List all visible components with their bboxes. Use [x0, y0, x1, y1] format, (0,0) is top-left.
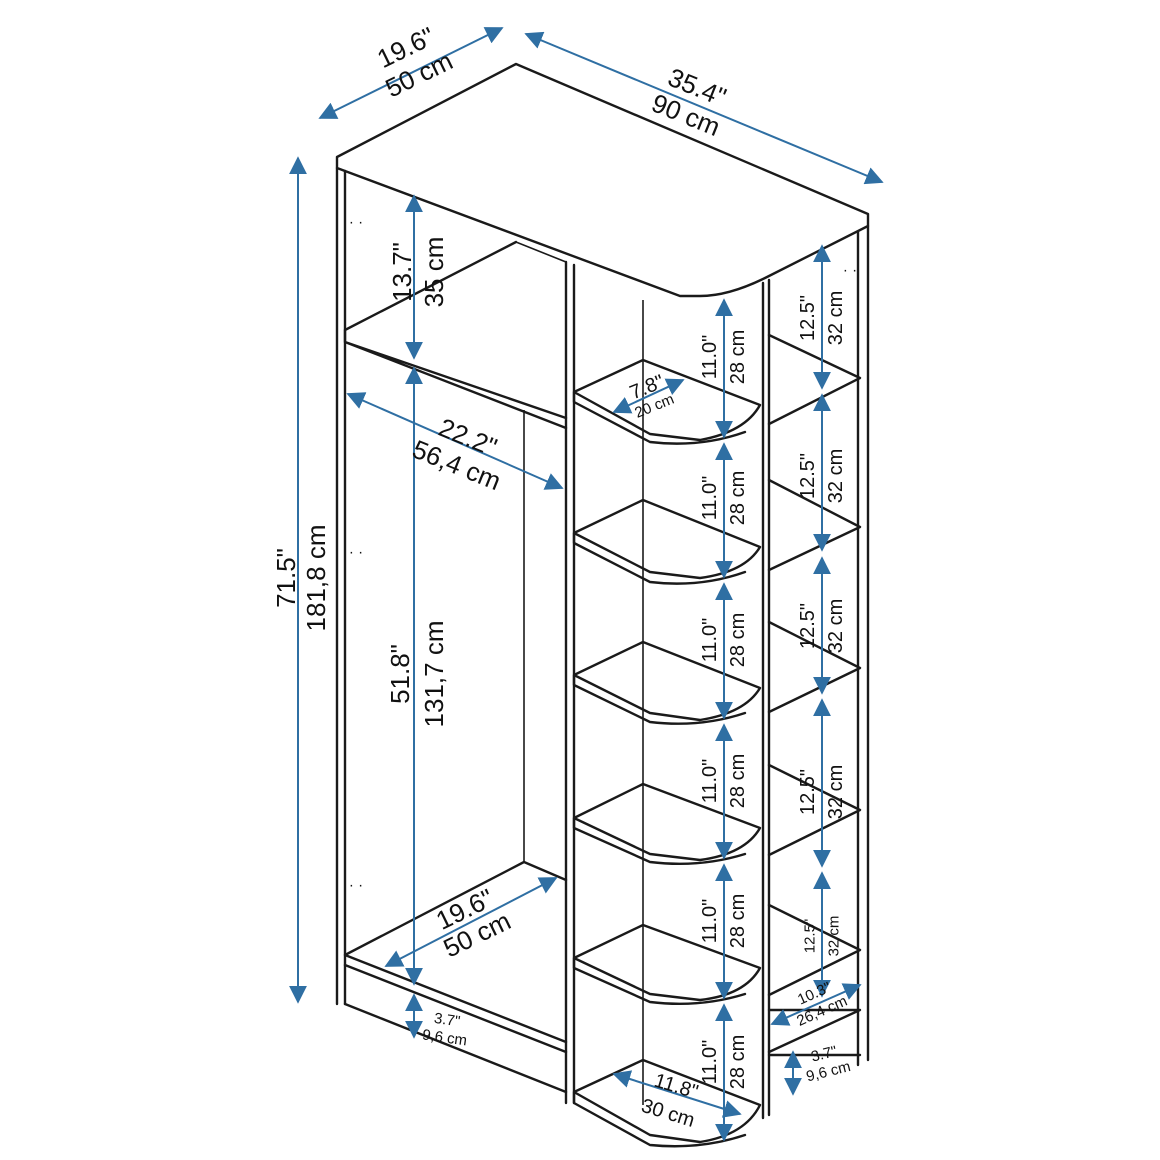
middle-shelf-1-cm: 28 cm: [727, 330, 749, 384]
right-shelf-4-inches: 12.5": [797, 769, 819, 815]
svg-text:· ·: · ·: [349, 544, 363, 561]
total-height-inches: 71.5": [271, 548, 301, 608]
right-shelf-2-cm: 32 cm: [825, 449, 847, 503]
right-shelf-3-cm: 32 cm: [825, 599, 847, 653]
top-shelf-inches: 13.7": [387, 242, 417, 302]
middle-shelf-2-cm: 28 cm: [727, 471, 749, 525]
svg-text:· ·: · ·: [349, 214, 363, 231]
bottom-left-shelf: [343, 860, 568, 1094]
dimension-lines: [289, 27, 884, 1142]
plinth-left-cm: 9,6 cm: [421, 1026, 468, 1049]
middle-shelf-6-cm: 28 cm: [727, 1035, 749, 1089]
plinth-left-inches: 3.7": [433, 1010, 461, 1030]
svg-text:· ·: · ·: [843, 262, 857, 279]
middle-shelf-6-inches: 11.0": [699, 1040, 721, 1085]
middle-shelf-4-cm: 28 cm: [727, 754, 749, 808]
middle-shelf-1-inches: 11.0": [699, 335, 721, 380]
hanging-height-cm: 131,7 cm: [419, 621, 449, 728]
plinth-right-inches: 3.7": [809, 1043, 839, 1066]
right-shelf-3-inches: 12.5": [797, 603, 819, 649]
right-shelf-4-cm: 32 cm: [825, 765, 847, 819]
left-side-panel: [335, 166, 347, 1006]
middle-shelf-4-inches: 11.0": [699, 759, 721, 804]
hinge-marks: · · · · · · · ·: [349, 214, 857, 894]
middle-shelf-3-inches: 11.0": [699, 618, 721, 663]
right-shelf-2-inches: 12.5": [797, 453, 819, 499]
total-height-cm: 181,8 cm: [301, 525, 331, 632]
right-shelf-5-cm: 32 cm: [826, 916, 843, 957]
middle-shelf-3-cm: 28 cm: [727, 613, 749, 667]
wardrobe-outline: · · · · · · · ·: [335, 62, 870, 1148]
middle-shelf-5-inches: 11.0": [699, 899, 721, 944]
right-shelf-1-cm: 32 cm: [825, 291, 847, 345]
dimension-labels: 19.6" 50 cm 35.4" 90 cm 71.5" 181,8 cm 1…: [271, 21, 852, 1132]
svg-text:· ·: · ·: [349, 877, 363, 894]
right-shelf-1-inches: 12.5": [797, 295, 819, 341]
middle-shelf-5-cm: 28 cm: [727, 894, 749, 948]
top-shelf: [343, 240, 568, 430]
middle-shelf-2-inches: 11.0": [699, 476, 721, 521]
right-shelf-5-inches: 12.5": [802, 919, 819, 954]
right-side-panel: [856, 224, 870, 1067]
top-shelf-cm: 35 cm: [419, 237, 449, 308]
hanging-height-inches: 51.8": [385, 644, 415, 704]
